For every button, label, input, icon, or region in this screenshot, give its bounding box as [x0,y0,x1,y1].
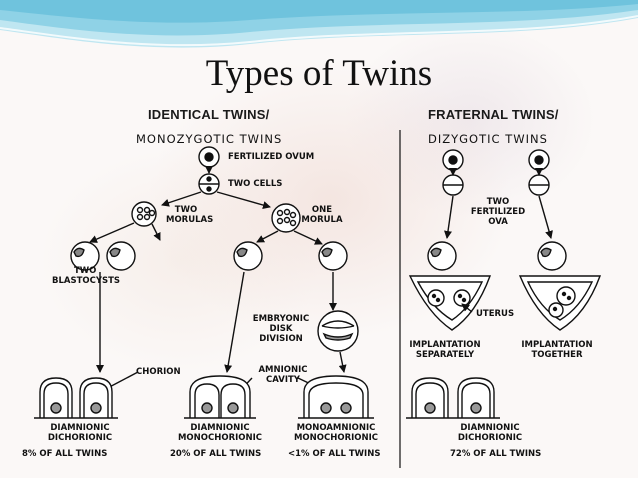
blastocyst-right [106,241,136,271]
outcome-monoamnionic-monochorionic [298,375,374,419]
ovum-right [528,149,550,171]
blastocyst-left [70,241,100,271]
blastocyst-mid [233,241,263,271]
embryonic-disk-division [317,310,359,352]
fraternal-blastocyst-left [427,241,457,271]
outcome-fraternal-diamnionic-dichorionic [406,377,500,419]
fraternal-subheader: DIZYGOTIC TWINS [428,132,548,146]
fraternal-blastocyst-right [537,241,567,271]
top-decorative-band [0,0,638,48]
outcome-1-percent: 8% OF ALL TWINS [22,449,108,459]
label-two-cells: TWO CELLS [228,179,283,189]
fraternal-outcome-percent: 72% OF ALL TWINS [450,449,542,459]
blastocyst-single [318,241,348,271]
outcome-3-percent: <1% OF ALL TWINS [288,449,381,459]
one-morula [271,203,301,233]
outcome-diamnionic-dichorionic [34,377,118,419]
outcome-2-percent: 20% OF ALL TWINS [170,449,262,459]
two-cells-right [528,174,550,196]
label-uterus: UTERUS [476,309,515,319]
slide-title: Types of Twins [205,53,433,94]
fraternal-header: FRATERNAL TWINS/ [428,107,559,122]
uterus-together [518,275,602,331]
ovum-left [442,149,464,171]
identical-header: IDENTICAL TWINS/ [148,107,270,122]
identical-subheader: MONOZYGOTIC TWINS [136,132,283,146]
uterus-separately [408,275,492,331]
fertilized-ovum [198,146,220,168]
outcome-diamnionic-monochorionic [184,375,256,419]
two-cells [198,173,220,195]
label-fertilized-ovum: FERTILIZED OVUM [228,152,315,162]
morula-left [131,201,157,227]
two-cells-left [442,174,464,196]
label-chorion: CHORION [136,367,181,377]
